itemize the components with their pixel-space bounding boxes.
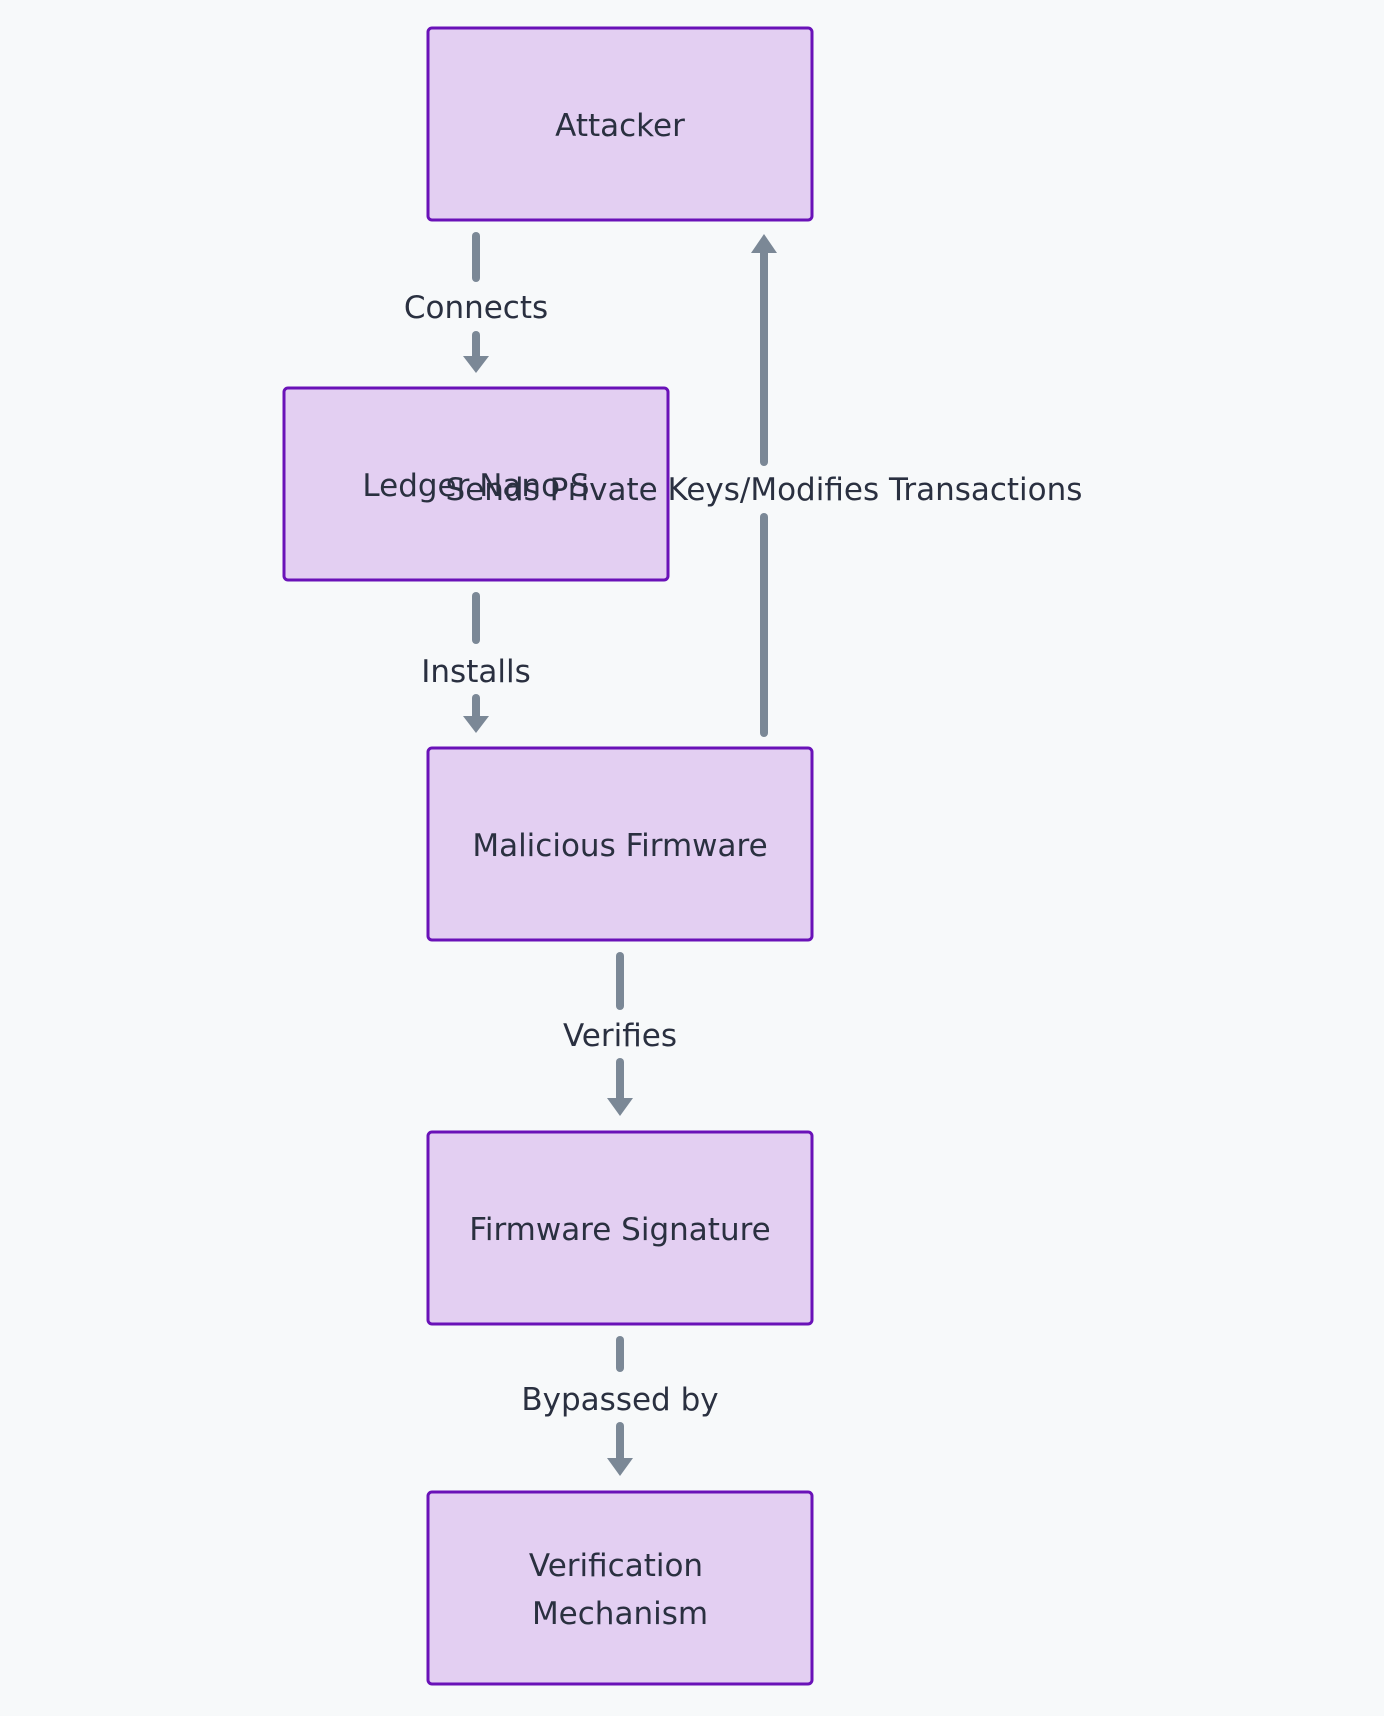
edge-installs: Installs [421,592,531,733]
node-verification-box [426,1490,814,1686]
arrow-head-verifies [607,1098,633,1116]
edge-label-verifies: Verifies [563,1018,677,1054]
edge-bypassed: Bypassed by [521,1336,719,1476]
node-firmware-box [426,746,814,942]
node-verification: Verification Mechanism [426,1490,814,1686]
edge-label-sends: Sends Private Keys/Modifies Transactions [446,472,1083,508]
node-verification-label-line2: Mechanism [532,1596,708,1632]
edge-label-connects: Connects [404,290,548,326]
node-signature: Firmware Signature [426,1130,814,1326]
edge-label-installs: Installs [421,654,530,690]
node-ledger-label: Ledger Nano S [362,468,589,504]
edge-label-bypassed: Bypassed by [521,1382,718,1418]
arrow-head-installs [463,716,489,733]
node-attacker: Attacker [426,26,814,222]
node-ledger-box [282,386,670,582]
arrow-head-sends [751,234,777,253]
node-verification-label-line1: Verification [529,1548,703,1584]
node-ledger: Ledger Nano S [282,386,670,582]
node-attacker-box [426,26,814,222]
node-firmware: Malicious Firmware [426,746,814,942]
arrow-head-bypassed [607,1458,633,1476]
edge-connects: Connects [404,232,548,373]
arrow-head-connects [463,356,489,373]
node-attacker-label: Attacker [555,108,685,144]
edge-sends [751,234,777,737]
node-signature-label: Firmware Signature [469,1212,770,1248]
edge-verifies: Verifies [563,952,677,1116]
node-firmware-label: Malicious Firmware [472,828,767,864]
node-signature-box [426,1130,814,1326]
